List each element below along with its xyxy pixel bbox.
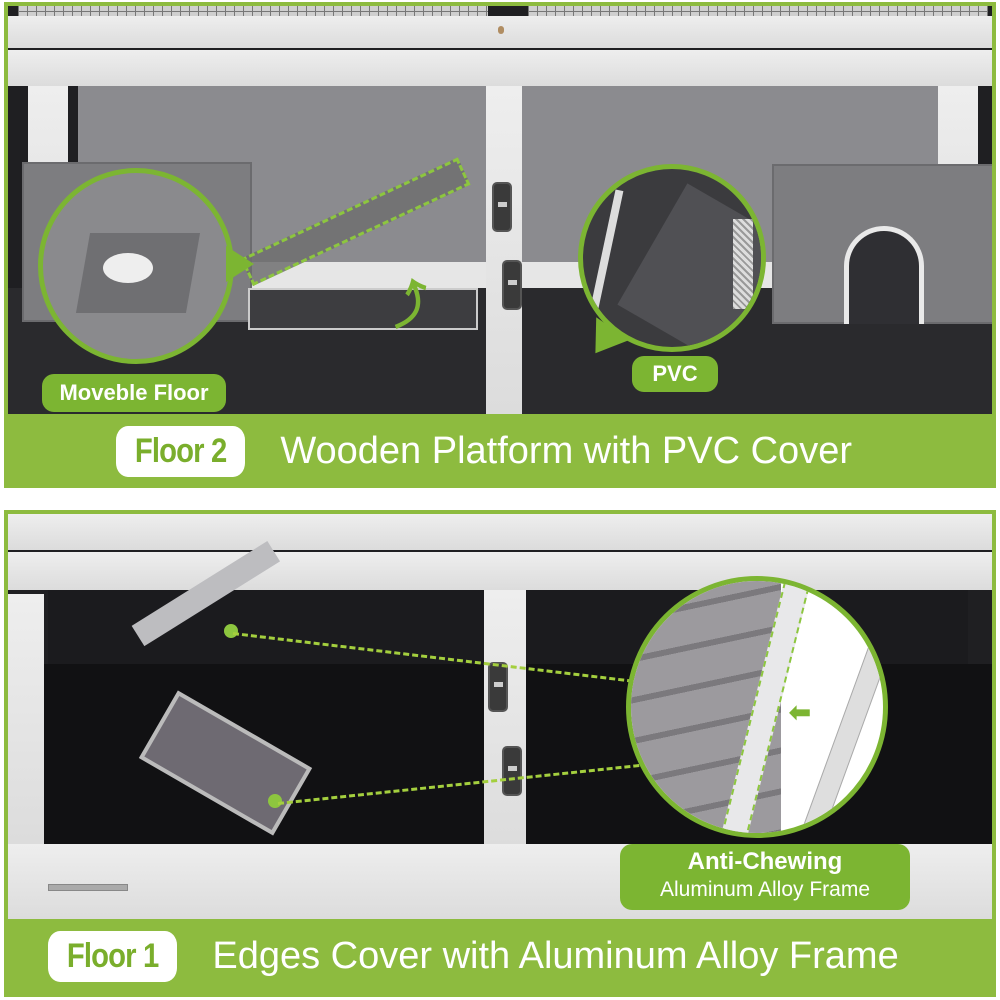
- floor-1-badge: Floor 1: [48, 930, 178, 982]
- anti-chewing-title: Anti-Chewing: [687, 848, 843, 875]
- floor-1-caption: Edges Cover with Aluminum Alloy Frame: [212, 934, 899, 977]
- hinge: [48, 884, 128, 891]
- arrow-left-icon: ⬅: [789, 697, 811, 727]
- anti-chewing-subtitle: Aluminum Alloy Frame: [659, 878, 871, 901]
- center-divider: [486, 86, 522, 414]
- floor-1-panel: ⬅ Anti-Chewing Aluminum Alloy Frame Floo…: [4, 510, 996, 997]
- latch-icon[interactable]: [492, 182, 512, 232]
- top-rail: [8, 552, 992, 590]
- floor-2-badge: Floor 2: [116, 425, 246, 477]
- latch-icon[interactable]: [502, 746, 522, 796]
- top-beam: [8, 514, 992, 550]
- pvc-magnifier: [578, 164, 766, 352]
- marker-dot: [268, 794, 282, 808]
- hamster: [103, 253, 153, 283]
- anti-chewing-callout: Anti-Chewing Aluminum Alloy Frame: [620, 844, 910, 910]
- floor-2-photo: ⤴ Moveble Floor PVC: [8, 6, 992, 414]
- roof-mesh-left: [18, 6, 488, 18]
- top-rail: [8, 50, 992, 86]
- arch-door: [844, 226, 924, 324]
- moveble-floor-magnifier: [38, 168, 234, 364]
- latch-icon[interactable]: [488, 662, 508, 712]
- marker-dot: [224, 624, 238, 638]
- moveble-floor-label: Moveble Floor: [42, 374, 226, 412]
- pvc-label: PVC: [632, 356, 718, 392]
- left-post: [8, 594, 44, 844]
- hideout-box-right: [772, 164, 992, 324]
- screw-icon: [498, 26, 504, 34]
- floor-2-caption: Wooden Platform with PVC Cover: [280, 429, 852, 472]
- floor-1-photo: ⬅ Anti-Chewing Aluminum Alloy Frame: [8, 514, 992, 919]
- aluminum-frame-magnifier: ⬅: [626, 576, 888, 838]
- floor-1-caption-bar: Floor 1 Edges Cover with Aluminum Alloy …: [8, 919, 992, 993]
- center-divider: [484, 590, 526, 850]
- floor-hatch[interactable]: [248, 288, 478, 330]
- aluminum-strip: [590, 189, 624, 309]
- floor-2-panel: ⤴ Moveble Floor PVC Floor 2 Wooden Platf…: [4, 2, 996, 488]
- pointer-icon: [226, 246, 254, 282]
- side-mesh: [733, 219, 753, 309]
- latch-icon[interactable]: [502, 260, 522, 310]
- floor-2-caption-bar: Floor 2 Wooden Platform with PVC Cover: [8, 414, 992, 484]
- roof-mesh-right: [528, 6, 988, 18]
